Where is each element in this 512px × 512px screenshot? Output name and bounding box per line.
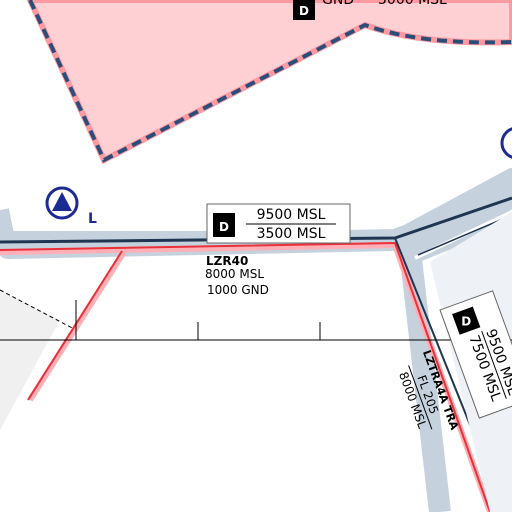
tma-label-box: D 9500 MSL 3500 MSL [206,203,351,244]
top-zone-lower: 5000 MSL [378,0,447,8]
top-zone-upper: GND [322,0,354,8]
navaid-triangle-icon [45,186,79,220]
restricted-area-upper: 8000 MSL [205,267,264,281]
grey-zone-left [0,289,77,430]
top-zone-class: D [299,4,309,18]
tma-class: D [219,220,229,234]
restricted-area-name: LZR40 [206,254,248,268]
navaid-right-partial [500,127,512,159]
right-tma-label-box: D 9500 MSL 7500 MSL [439,290,512,419]
class-d-icon [452,306,481,335]
restricted-area-label: LZR40 8000 MSL 1000 GND [205,254,269,297]
tma-band [0,168,512,512]
tma-upper: 9500 MSL [257,207,326,223]
top-zone-label: D GND 5000 MSL [293,0,447,20]
class-d-icon [293,0,315,20]
right-tma-class: D [461,315,471,329]
restricted-area-lower: 1000 GND [207,283,269,297]
ctr-zone-top [26,0,512,165]
restricted-zone-edge [27,250,127,402]
tma-lower: 3500 MSL [257,226,326,242]
navaid-label: L [88,211,97,227]
reference-line [0,300,512,341]
class-d-icon [213,213,235,237]
